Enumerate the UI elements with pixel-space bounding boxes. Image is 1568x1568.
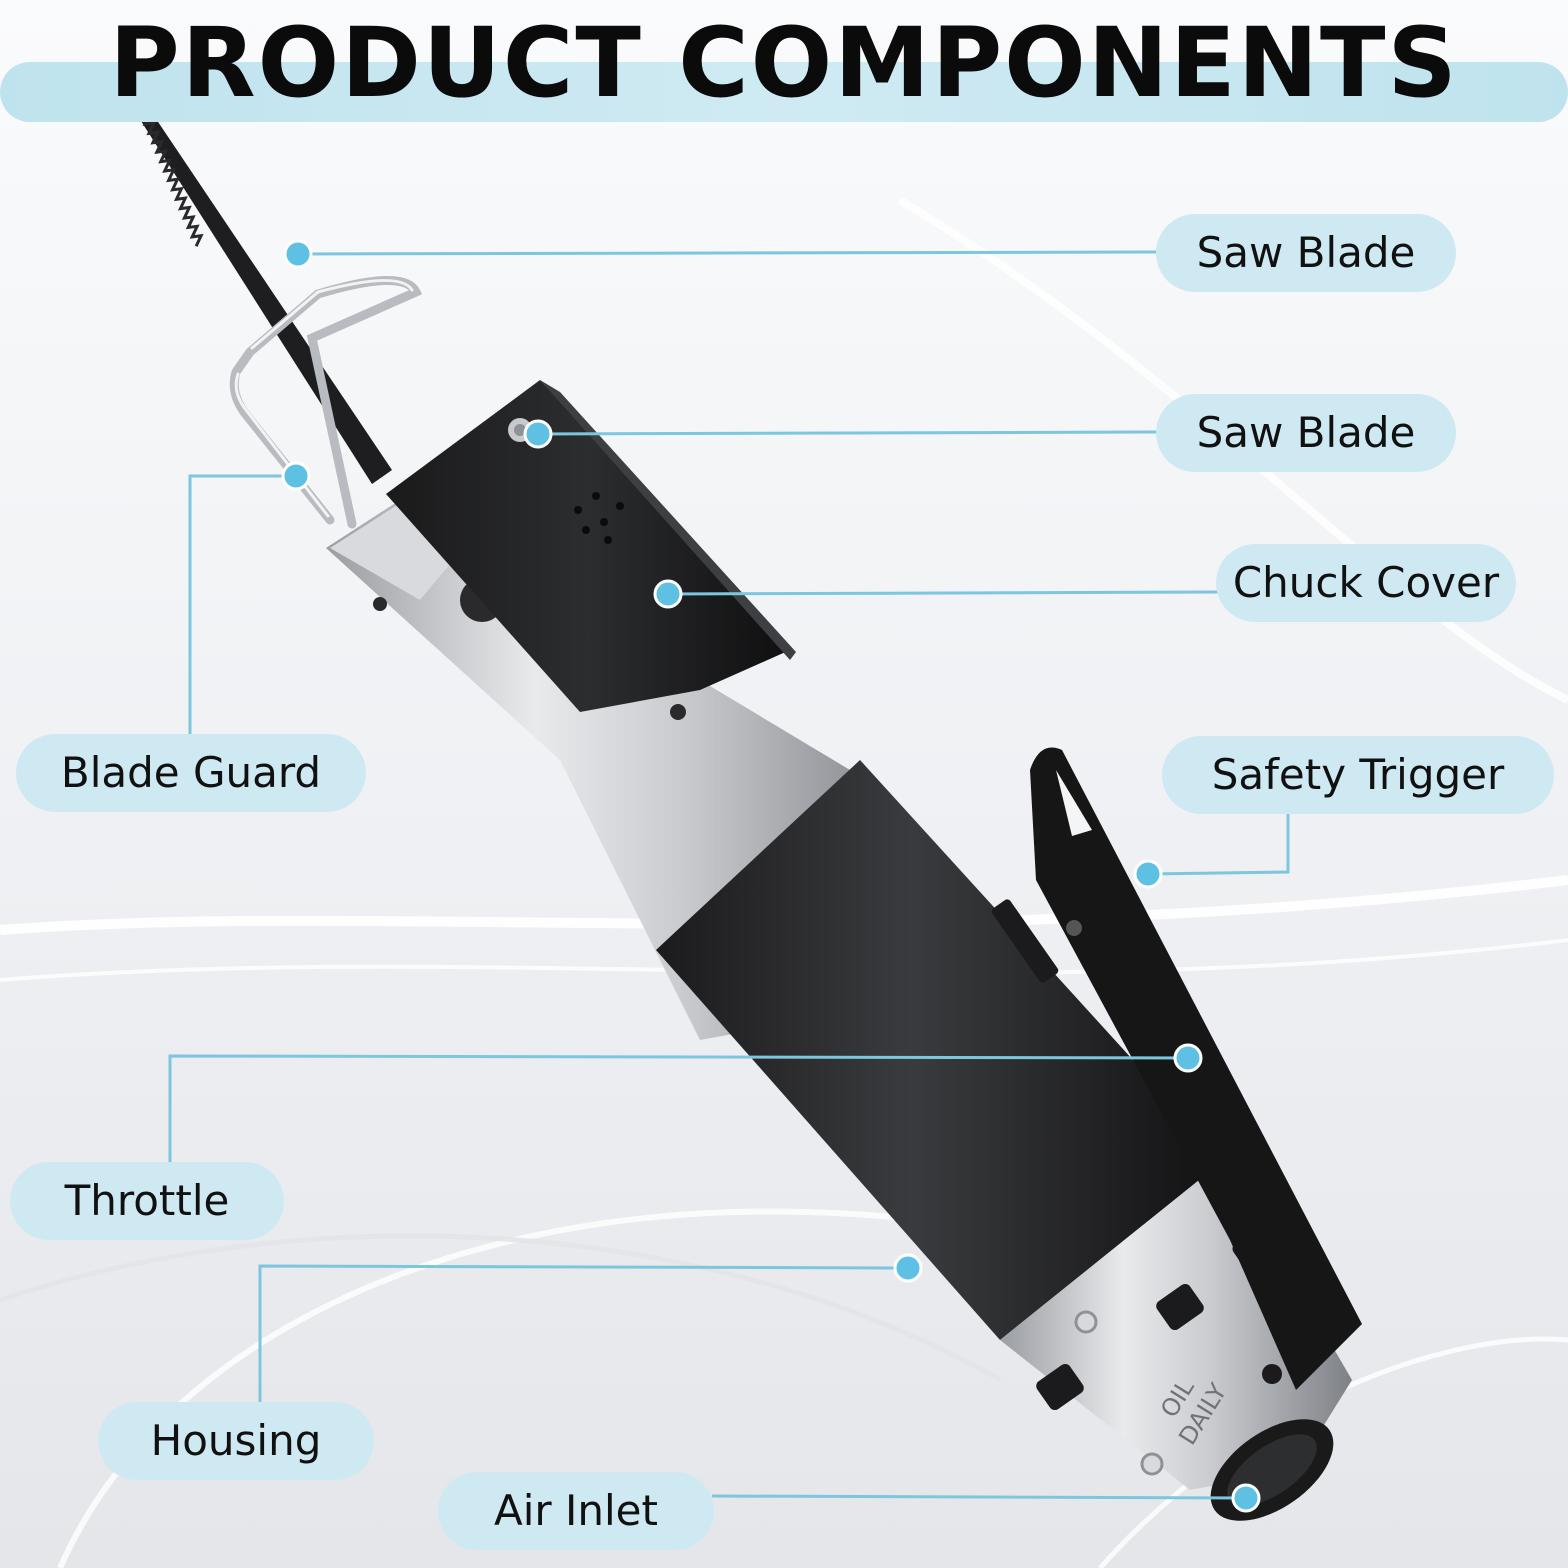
leader-safety-trigger	[1147, 814, 1290, 876]
leader-safety-trigger-dot	[1133, 859, 1163, 889]
page-title: PRODUCT COMPONENTS	[109, 7, 1459, 119]
callout-chuck-cover: Chuck Cover	[1216, 544, 1516, 622]
leader-chuck-cover-dot	[653, 579, 683, 609]
chuck-cover-shape	[386, 380, 796, 712]
leader-saw-blade-clamp	[537, 430, 1159, 436]
leader-air-inlet	[711, 1494, 1247, 1500]
leader-housing-dot	[893, 1253, 923, 1283]
rubber-grip-shape	[656, 760, 1224, 1340]
leader-throttle-dot	[1173, 1043, 1203, 1073]
leader-saw-blade-clamp-dot	[523, 419, 553, 449]
callout-blade-guard: Blade Guard	[16, 734, 366, 812]
leader-saw-blade	[297, 250, 1159, 256]
callout-safety-trigger: Safety Trigger	[1162, 736, 1554, 814]
leader-saw-blade-dot	[283, 239, 313, 269]
callout-saw-blade: Saw Blade	[1156, 214, 1456, 292]
leader-blade-guard	[188, 474, 296, 736]
leader-chuck-cover	[667, 590, 1219, 596]
callout-air-inlet: Air Inlet	[438, 1472, 714, 1550]
callout-housing: Housing	[98, 1402, 374, 1480]
leader-blade-guard-dot	[281, 461, 311, 491]
callout-throttle: Throttle	[10, 1162, 284, 1240]
callout-saw-blade-clamp: Saw Blade	[1156, 394, 1456, 472]
title-band	[0, 62, 1568, 122]
leader-air-inlet-dot	[1231, 1483, 1261, 1513]
leader-housing	[258, 1264, 909, 1404]
leader-throttle	[168, 1054, 1189, 1164]
